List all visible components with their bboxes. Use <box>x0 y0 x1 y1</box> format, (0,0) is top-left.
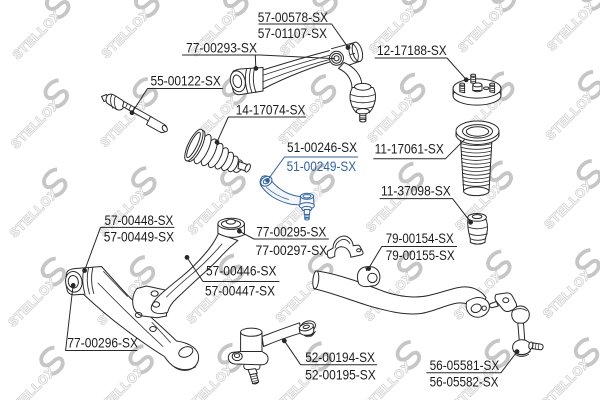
svg-text:77-00296-SX: 77-00296-SX <box>67 335 138 351</box>
svg-text:56-05581-SX: 56-05581-SX <box>430 357 500 373</box>
svg-text:79-00154-SX: 79-00154-SX <box>386 230 455 246</box>
svg-text:57-00448-SX: 57-00448-SX <box>105 212 174 228</box>
svg-text:77-00293-SX: 77-00293-SX <box>186 40 258 56</box>
svg-text:51-00249-SX: 51-00249-SX <box>287 158 357 174</box>
svg-text:52-00195-SX: 52-00195-SX <box>305 367 376 383</box>
svg-text:55-00122-SX: 55-00122-SX <box>151 73 222 89</box>
svg-text:77-00295-SX: 77-00295-SX <box>256 224 327 240</box>
svg-text:11-37098-SX: 11-37098-SX <box>381 183 451 199</box>
svg-text:52-00194-SX: 52-00194-SX <box>305 349 375 365</box>
svg-text:11-17061-SX: 11-17061-SX <box>375 141 445 157</box>
svg-text:79-00155-SX: 79-00155-SX <box>386 247 456 263</box>
svg-text:57-00578-SX: 57-00578-SX <box>258 9 329 25</box>
svg-text:57-01107-SX: 57-01107-SX <box>258 25 328 41</box>
svg-text:57-00446-SX: 57-00446-SX <box>206 263 277 279</box>
svg-text:56-05582-SX: 56-05582-SX <box>430 374 499 390</box>
svg-text:77-00297-SX: 77-00297-SX <box>256 242 328 258</box>
svg-text:14-17074-SX: 14-17074-SX <box>236 102 306 118</box>
svg-text:57-00449-SX: 57-00449-SX <box>104 229 175 245</box>
svg-text:51-00246-SX: 51-00246-SX <box>287 139 358 155</box>
svg-text:57-00447-SX: 57-00447-SX <box>205 283 276 299</box>
svg-text:12-17188-SX: 12-17188-SX <box>377 42 447 58</box>
